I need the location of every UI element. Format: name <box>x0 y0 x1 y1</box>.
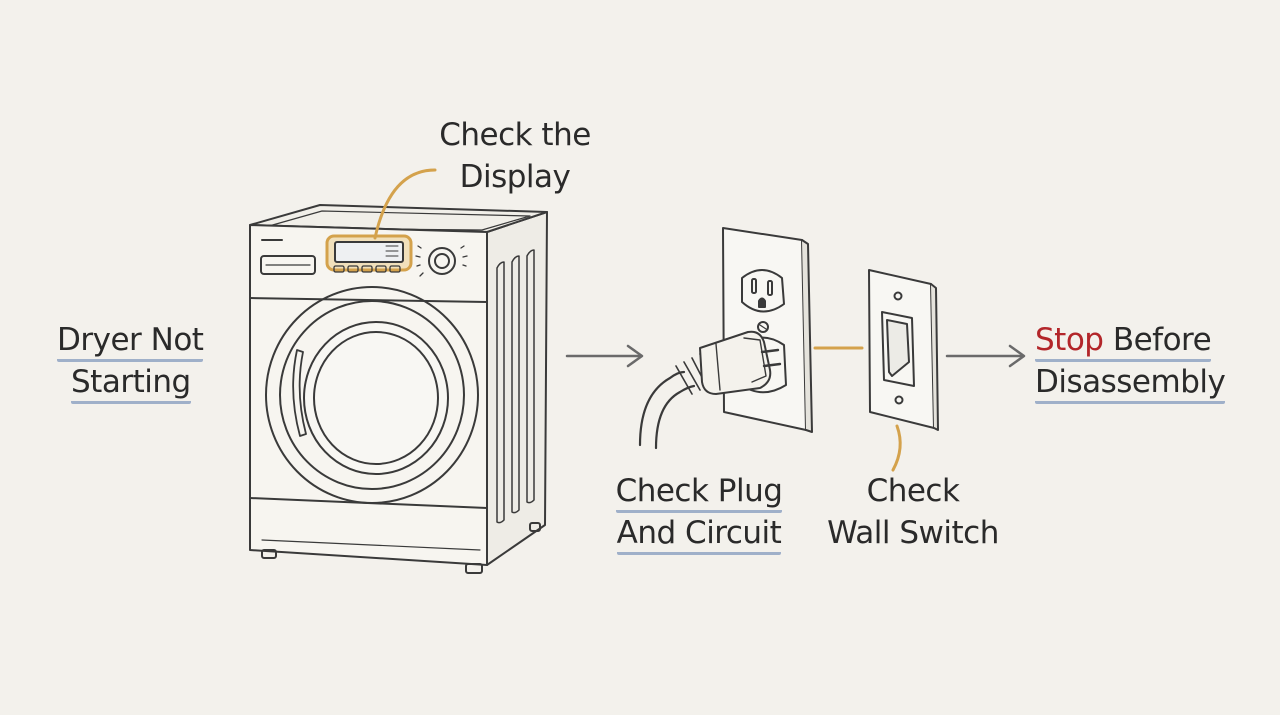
label-check-display: Check the Display <box>437 114 593 198</box>
arrow-right-icon <box>565 344 644 368</box>
dryer-icon <box>249 204 548 574</box>
label-line: Check the <box>439 117 591 153</box>
label-line: Check <box>866 473 960 509</box>
stop-word: Stop <box>1035 322 1104 358</box>
label-line: Dryer Not <box>57 322 204 362</box>
label-line: Check Plug <box>615 473 783 513</box>
label-line: Display <box>459 159 571 195</box>
label-line: Wall Switch <box>827 515 999 551</box>
label-line: Disassembly <box>1035 364 1226 404</box>
power-outlet-icon <box>722 227 813 433</box>
label-check-plug: Check Plug And Circuit <box>604 470 794 555</box>
label-line: And Circuit <box>616 515 782 555</box>
label-check-wall-switch: Check Wall Switch <box>818 470 1008 554</box>
label-dryer-not-starting: Dryer Not Starting <box>57 319 204 404</box>
label-stop-before-disassembly: Stop Before Disassembly <box>1035 319 1226 404</box>
power-plug-icon <box>638 330 782 450</box>
arrow-right-icon <box>945 344 1026 368</box>
wall-switch-icon <box>868 269 939 431</box>
label-line: Starting <box>71 364 191 404</box>
label-line: Before <box>1103 322 1212 358</box>
switch-callout-line <box>891 424 902 472</box>
display-callout-line <box>373 168 437 240</box>
